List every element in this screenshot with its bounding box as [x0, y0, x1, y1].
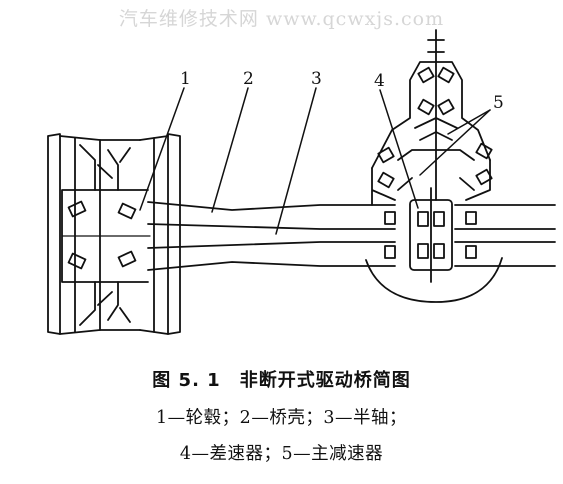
final-drive [365, 29, 503, 303]
leader-lines [139, 87, 491, 235]
figure-caption-line-2: 4—差速器；5—主减速器 [179, 444, 384, 464]
label-1: 1 [180, 69, 191, 89]
label-2: 2 [243, 69, 254, 89]
differential [384, 187, 477, 283]
wheel-rim [47, 133, 181, 335]
figure-caption-line-1: 1—轮毂；2—桥壳；3—半轴； [156, 408, 407, 428]
watermark-text: 汽车维修技术网 www.qcwxjs.com [118, 8, 445, 30]
label-4: 4 [374, 71, 385, 91]
label-5: 5 [493, 93, 504, 113]
figure-caption-title: 图 5. 1 非断开式驱动桥简图 [152, 370, 411, 391]
wheel-hub [61, 144, 151, 326]
label-3: 3 [311, 69, 322, 89]
axle-housing [147, 201, 556, 271]
